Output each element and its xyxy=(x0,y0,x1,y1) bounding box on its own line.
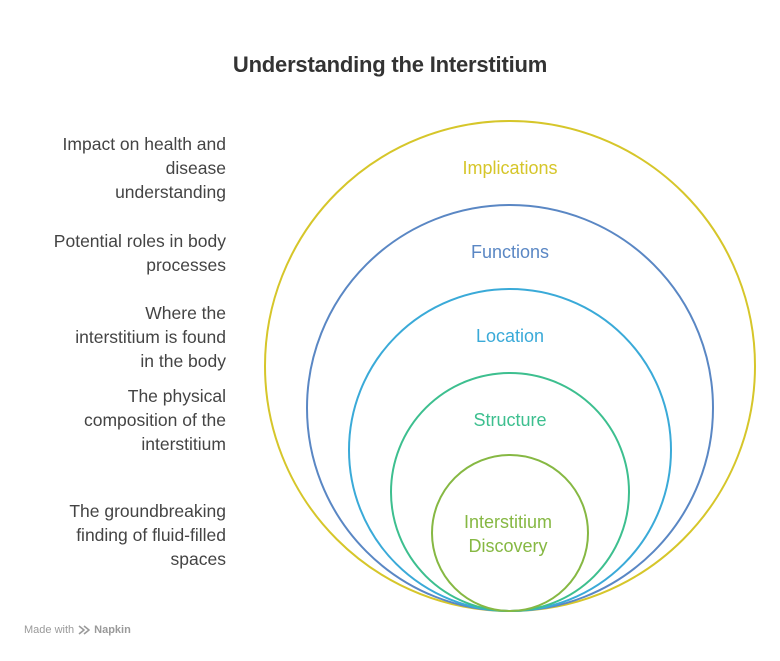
footer-brand: Napkin xyxy=(94,624,131,636)
description-line: in the body xyxy=(140,351,226,371)
description-line: composition of the xyxy=(83,410,226,430)
description-line: Impact on health and xyxy=(62,134,226,154)
label-discovery-line-2: Discovery xyxy=(468,536,547,556)
description-line: disease xyxy=(165,158,226,178)
label-location: Location xyxy=(476,326,544,346)
footer-prefix: Made with xyxy=(24,624,75,636)
description-structure: The physical composition of the intersti… xyxy=(0,384,226,456)
description-line: spaces xyxy=(170,549,226,569)
description-implications: Impact on health and disease understandi… xyxy=(0,132,226,204)
description-line: The physical xyxy=(127,386,226,406)
description-line: processes xyxy=(146,255,226,275)
description-line: interstitium is found xyxy=(75,327,226,347)
description-line: finding of fluid-filled xyxy=(76,525,226,545)
description-line: Potential roles in body xyxy=(53,231,226,251)
label-discovery-line-1: Interstitium xyxy=(464,512,552,532)
page-title: Understanding the Interstitium xyxy=(232,52,548,77)
description-line: The groundbreaking xyxy=(69,501,226,521)
description-discovery: The groundbreaking finding of fluid-fill… xyxy=(0,499,226,571)
description-line: understanding xyxy=(115,182,226,202)
circle-discovery xyxy=(431,454,589,612)
napkin-logo-icon xyxy=(78,625,90,635)
description-functions: Potential roles in body processes xyxy=(0,229,226,277)
footer-watermark: Made with Napkin xyxy=(24,624,131,636)
label-functions: Functions xyxy=(471,242,549,262)
label-implications: Implications xyxy=(462,158,557,178)
circle-structure xyxy=(390,372,630,612)
description-location: Where the interstitium is found in the b… xyxy=(0,301,226,373)
description-line: Where the xyxy=(145,303,226,323)
description-line: interstitium xyxy=(141,434,226,454)
label-structure: Structure xyxy=(473,410,546,430)
